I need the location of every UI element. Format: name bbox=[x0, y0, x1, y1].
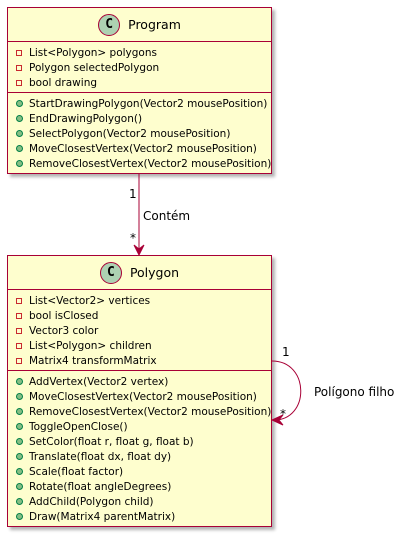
method-text: ToggleOpenClose() bbox=[29, 420, 128, 433]
method-text: AddVertex(Vector2 vertex) bbox=[29, 375, 169, 388]
private-visibility-icon bbox=[16, 49, 22, 56]
attribute-text: bool drawing bbox=[29, 76, 98, 89]
method-section: StartDrawingPolygon(Vector2 mousePositio… bbox=[8, 93, 271, 173]
attribute-text: List<Polygon> polygons bbox=[29, 46, 157, 59]
private-visibility-icon bbox=[16, 357, 22, 364]
attribute-section: List<Vector2> vertices bool isClosed Vec… bbox=[8, 290, 271, 371]
class-polygon: C Polygon List<Vector2> vertices bool is… bbox=[7, 255, 272, 527]
child-source-multiplicity: 1 bbox=[282, 345, 290, 359]
public-visibility-icon bbox=[16, 468, 23, 475]
attribute-row: bool drawing bbox=[8, 75, 271, 90]
child-label: Polígono filho bbox=[314, 385, 395, 399]
method-row: Translate(float dx, float dy) bbox=[8, 449, 271, 464]
public-visibility-icon bbox=[16, 438, 23, 445]
public-visibility-icon bbox=[16, 115, 23, 122]
child-arrowhead-icon bbox=[270, 414, 284, 426]
method-row: MoveClosestVertex(Vector2 mousePosition) bbox=[8, 389, 271, 404]
contains-label: Contém bbox=[143, 209, 191, 223]
private-visibility-icon bbox=[16, 342, 22, 349]
method-row: AddChild(Polygon child) bbox=[8, 494, 271, 509]
public-visibility-icon bbox=[16, 513, 23, 520]
public-visibility-icon bbox=[16, 160, 23, 167]
method-text: Draw(Matrix4 parentMatrix) bbox=[29, 510, 176, 523]
method-text: Scale(float factor) bbox=[29, 465, 124, 478]
method-text: Translate(float dx, float dy) bbox=[29, 450, 172, 463]
contains-arrowhead-icon bbox=[133, 244, 145, 257]
attribute-text: List<Polygon> children bbox=[29, 339, 152, 352]
attribute-row: Matrix4 transformMatrix bbox=[8, 353, 271, 368]
method-text: SelectPolygon(Vector2 mousePosition) bbox=[29, 127, 231, 140]
class-program: C Program List<Polygon> polygons Polygon… bbox=[7, 7, 272, 174]
class-name: Polygon bbox=[129, 265, 180, 280]
private-visibility-icon bbox=[16, 64, 22, 71]
private-visibility-icon bbox=[16, 297, 22, 304]
public-visibility-icon bbox=[16, 453, 23, 460]
method-row: SetColor(float r, float g, float b) bbox=[8, 434, 271, 449]
attribute-section: List<Polygon> polygons Polygon selectedP… bbox=[8, 42, 271, 93]
attribute-text: bool isClosed bbox=[29, 309, 99, 322]
method-section: AddVertex(Vector2 vertex) MoveClosestVer… bbox=[8, 371, 271, 526]
method-text: EndDrawingPolygon() bbox=[29, 112, 143, 125]
class-name: Program bbox=[128, 17, 181, 32]
private-visibility-icon bbox=[16, 312, 22, 319]
method-row: RemoveClosestVertex(Vector2 mousePositio… bbox=[8, 404, 271, 419]
attribute-row: List<Polygon> polygons bbox=[8, 45, 271, 60]
attribute-row: bool isClosed bbox=[8, 308, 271, 323]
method-text: Rotate(float angleDegrees) bbox=[29, 480, 172, 493]
class-badge-icon: C bbox=[99, 261, 122, 284]
method-row: Scale(float factor) bbox=[8, 464, 271, 479]
public-visibility-icon bbox=[16, 100, 23, 107]
method-row: SelectPolygon(Vector2 mousePosition) bbox=[8, 126, 271, 141]
attribute-row: Vector3 color bbox=[8, 323, 271, 338]
public-visibility-icon bbox=[16, 408, 23, 415]
attribute-text: List<Vector2> vertices bbox=[29, 294, 151, 307]
method-row: Rotate(float angleDegrees) bbox=[8, 479, 271, 494]
public-visibility-icon bbox=[16, 423, 23, 430]
method-text: RemoveClosestVertex(Vector2 mousePositio… bbox=[29, 157, 272, 170]
method-row: ToggleOpenClose() bbox=[8, 419, 271, 434]
public-visibility-icon bbox=[16, 498, 23, 505]
attribute-text: Vector3 color bbox=[29, 324, 99, 337]
method-text: MoveClosestVertex(Vector2 mousePosition) bbox=[29, 142, 257, 155]
class-header: C Polygon bbox=[8, 256, 271, 290]
method-row: StartDrawingPolygon(Vector2 mousePositio… bbox=[8, 96, 271, 111]
attribute-row: List<Polygon> children bbox=[8, 338, 271, 353]
public-visibility-icon bbox=[16, 130, 23, 137]
class-header: C Program bbox=[8, 8, 271, 42]
method-text: RemoveClosestVertex(Vector2 mousePositio… bbox=[29, 405, 272, 418]
public-visibility-icon bbox=[16, 145, 23, 152]
public-visibility-icon bbox=[16, 378, 23, 385]
attribute-text: Matrix4 transformMatrix bbox=[29, 354, 157, 367]
attribute-row: Polygon selectedPolygon bbox=[8, 60, 271, 75]
method-text: MoveClosestVertex(Vector2 mousePosition) bbox=[29, 390, 257, 403]
public-visibility-icon bbox=[16, 393, 23, 400]
method-row: Draw(Matrix4 parentMatrix) bbox=[8, 509, 271, 524]
child-target-multiplicity: * bbox=[280, 407, 286, 421]
method-row: EndDrawingPolygon() bbox=[8, 111, 271, 126]
contains-target-multiplicity: * bbox=[130, 231, 136, 245]
contains-source-multiplicity: 1 bbox=[129, 187, 137, 201]
private-visibility-icon bbox=[16, 79, 22, 86]
public-visibility-icon bbox=[16, 483, 23, 490]
child-association-line bbox=[271, 360, 302, 421]
method-row: RemoveClosestVertex(Vector2 mousePositio… bbox=[8, 156, 271, 171]
method-text: StartDrawingPolygon(Vector2 mousePositio… bbox=[29, 97, 268, 110]
method-row: MoveClosestVertex(Vector2 mousePosition) bbox=[8, 141, 271, 156]
attribute-text: Polygon selectedPolygon bbox=[29, 61, 160, 74]
class-badge-icon: C bbox=[98, 13, 121, 36]
private-visibility-icon bbox=[16, 327, 22, 334]
attribute-row: List<Vector2> vertices bbox=[8, 293, 271, 308]
method-row: AddVertex(Vector2 vertex) bbox=[8, 374, 271, 389]
method-text: AddChild(Polygon child) bbox=[29, 495, 154, 508]
method-text: SetColor(float r, float g, float b) bbox=[29, 435, 194, 448]
